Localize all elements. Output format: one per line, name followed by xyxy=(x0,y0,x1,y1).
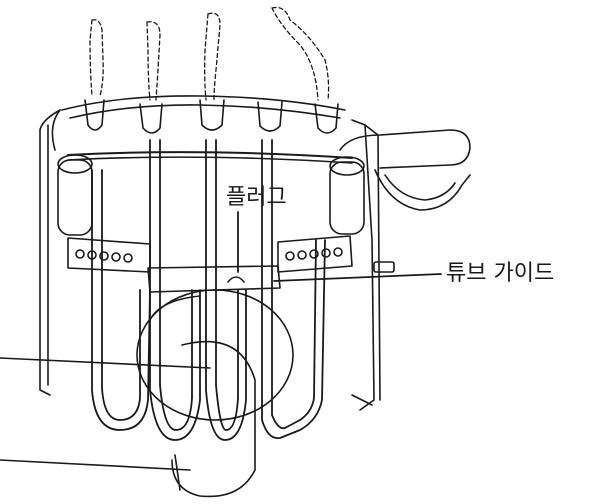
side-knob xyxy=(373,261,395,273)
tube-guide-label: 튜브 가이드 xyxy=(446,261,555,286)
right-cylinder xyxy=(329,156,365,235)
right-control-panel xyxy=(277,235,353,273)
hoses xyxy=(91,139,326,441)
left-cylinder xyxy=(57,154,93,236)
lower-hub xyxy=(136,289,294,421)
dashed-handpieces xyxy=(89,6,330,101)
left-control-panel xyxy=(67,237,151,273)
horizontal-arm xyxy=(0,340,256,498)
plug-label: 플러그 xyxy=(226,185,287,210)
tube-guide-plate xyxy=(147,265,281,293)
tube-guide-leader-line xyxy=(273,273,442,282)
left-column xyxy=(39,109,61,396)
right-handle xyxy=(339,129,471,211)
handpiece-hooks xyxy=(84,99,339,134)
